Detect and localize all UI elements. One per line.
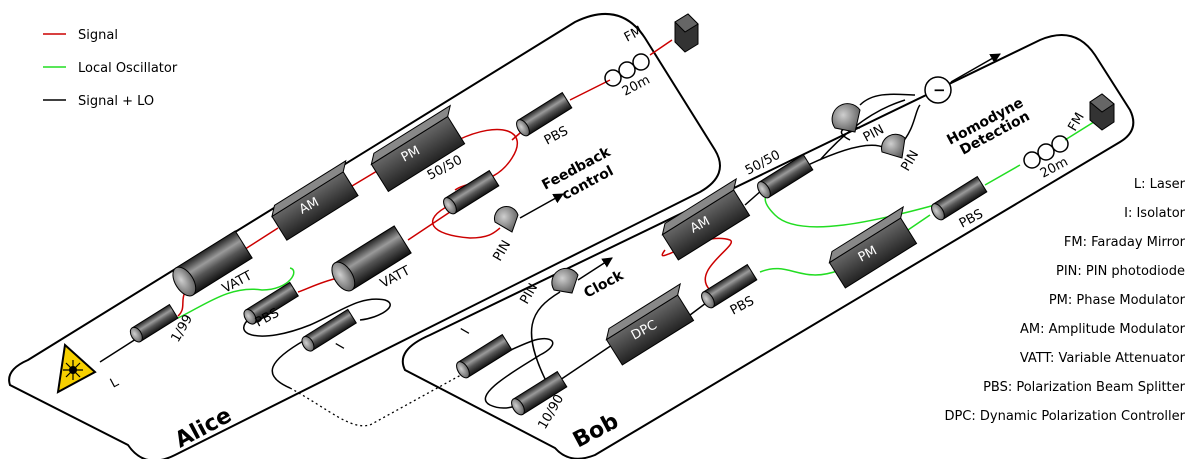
bob-pm-modulator: [828, 205, 918, 289]
abbr-item: I: Isolator: [1124, 206, 1186, 221]
alice-bob-link: [289, 369, 471, 427]
bob-pin-clock-label: PIN: [517, 281, 541, 307]
abbr-item: PM: Phase Modulator: [1049, 293, 1186, 308]
abbr-item: DPC: Dynamic Polarization Controller: [944, 409, 1185, 424]
legend-lo-label: Local Oscillator: [78, 61, 178, 76]
bob-isolator: [456, 333, 513, 379]
bob-isolator-label: I: [458, 326, 473, 337]
bob-clock-arrow: [577, 257, 613, 281]
alice-vatt-2: [331, 225, 412, 292]
alice-vatt-1: [172, 230, 253, 297]
laser-label: L: [108, 375, 122, 392]
alice-label: Alice: [171, 403, 236, 453]
alice-enclosure: [8, 13, 721, 459]
bob-dpc: [605, 282, 695, 366]
legend-signal-label: Signal: [78, 28, 118, 43]
bob-pbs-right: [931, 175, 988, 221]
bob-clock-label: Clock: [581, 267, 626, 301]
bob-splitter-50-50: [757, 153, 814, 199]
alice-pbs-top: [516, 91, 573, 137]
bob-fiber-clock: [530, 291, 561, 386]
alice-fiber-out: [271, 339, 306, 389]
bob-pin-photodiode-1: [831, 103, 861, 133]
abbr-item: FM: Faraday Mirror: [1064, 235, 1186, 250]
abbreviation-key: L: Laser I: Isolator FM: Faraday Mirror …: [944, 177, 1185, 424]
bob-fiber-dpc-in: [559, 344, 613, 381]
alice-pm-modulator: [370, 104, 466, 193]
abbr-item: L: Laser: [1134, 177, 1186, 192]
bob-minus-sign: −: [933, 81, 946, 99]
abbr-item: PBS: Polarization Beam Splitter: [983, 380, 1186, 395]
bob-fiber-lo-1: [759, 267, 841, 276]
bob-fiber-lo-2: [904, 214, 931, 233]
alice-splitter-1-99: [129, 303, 179, 343]
legend-signal-lo-label: Signal + LO: [78, 94, 154, 109]
alice-fiber-signal-6: [569, 39, 673, 101]
bob-splitter-10-90: [511, 370, 568, 416]
bob-pin-photodiode-2: [881, 133, 906, 159]
alice-fm-label: FM: [622, 24, 646, 46]
alice-pbs-bottom: [243, 281, 299, 325]
bob-faraday-mirror: [1089, 93, 1115, 131]
laser-icon: [56, 343, 97, 394]
alice-pbs-top-label: PBS: [542, 124, 571, 149]
bob-enclosure: [401, 34, 1135, 459]
abbr-item: PIN: PIN photodiode: [1056, 264, 1185, 279]
alice-isolator: [301, 308, 357, 352]
alice-am-modulator: [271, 159, 359, 241]
bob-fiber-loop: [469, 338, 554, 409]
bob-pin-clock: [551, 267, 579, 294]
legend: Signal Local Oscillator Signal + LO: [43, 28, 178, 109]
alice-fiber-coil: [604, 53, 650, 87]
bob-fibers: [469, 93, 1106, 409]
alice-pin-photodiode: [494, 206, 519, 233]
alice-splitter-50-50: [443, 169, 500, 215]
bob-pbs-mid-label: PBS: [728, 294, 757, 319]
alice-fiber-signal-8: [297, 277, 339, 293]
bob-pbs-mid: [701, 263, 758, 309]
bob-fiber-am: [744, 189, 763, 206]
bob-fiber-signal-1: [661, 237, 733, 291]
bob-fiber-lo-3: [764, 189, 936, 228]
alice-fiber-lo-1: [177, 267, 295, 319]
abbr-item: AM: Amplitude Modulator: [1020, 322, 1186, 337]
abbr-item: VATT: Variable Attenuator: [1020, 351, 1186, 366]
bob-pbs-right-label: PBS: [957, 207, 986, 232]
alice-isolator-label: I: [333, 341, 348, 352]
alice-feedback-arrow: [519, 193, 564, 219]
bob-fiber-coil: [1023, 135, 1069, 169]
alice-fiber-loop: [243, 298, 391, 337]
alice-fiber-length: 20m: [620, 73, 653, 100]
alice-pin-label: PIN: [490, 238, 514, 264]
bob-am-modulator: [661, 177, 751, 261]
alice-faraday-mirror: [674, 13, 699, 53]
bob-label: Bob: [569, 409, 623, 453]
alice-fiber-signal-9: [431, 204, 501, 239]
bob-output-arrow: [950, 53, 1001, 83]
bob-fm-label: FM: [1065, 110, 1087, 134]
bob-subtractor: −: [924, 76, 952, 104]
alice-fibers: [99, 39, 673, 389]
alice-fiber-signal-7: [407, 211, 451, 241]
